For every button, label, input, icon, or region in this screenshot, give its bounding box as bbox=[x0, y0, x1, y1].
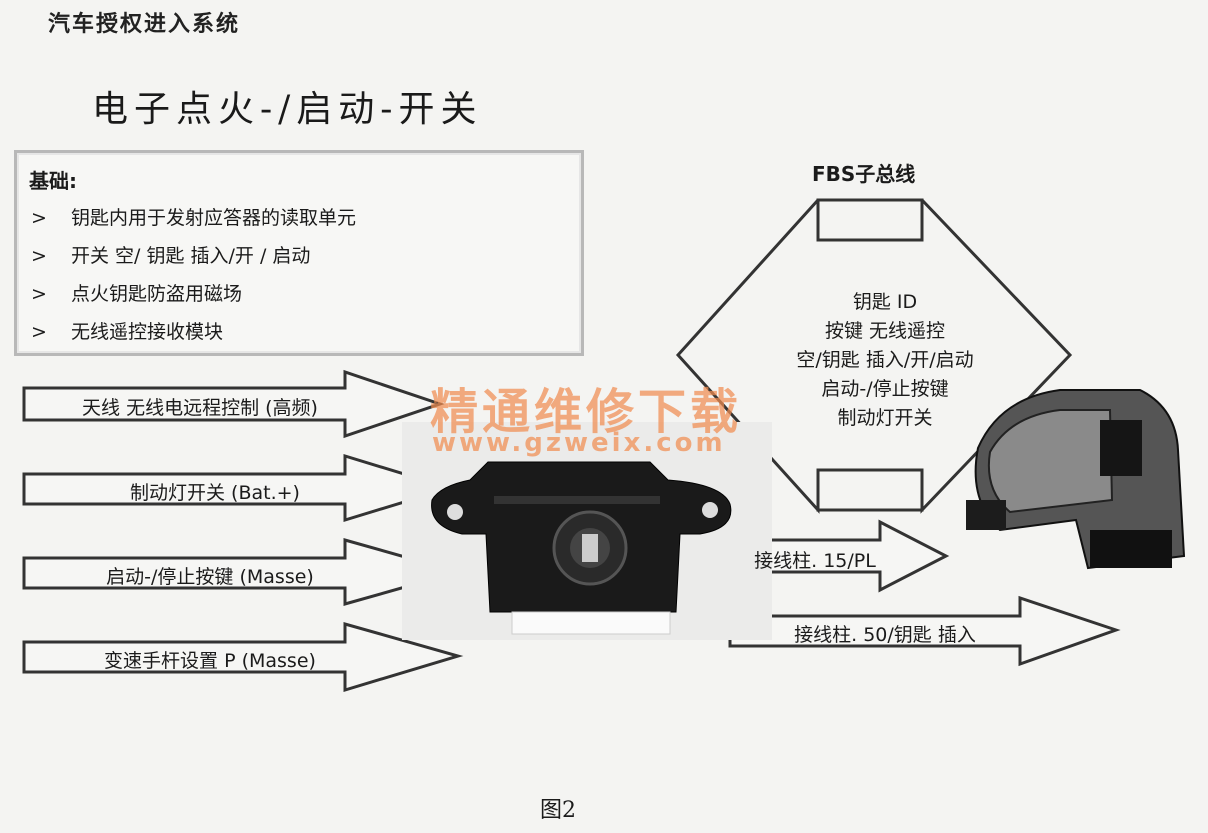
basics-item: > 无线遥控接收模块 bbox=[31, 317, 223, 344]
basics-item-text: 点火钥匙防盗用磁场 bbox=[71, 283, 243, 305]
fbs-line: 钥匙 ID bbox=[852, 291, 918, 313]
page-title: 电子点火-/启动-开关 bbox=[92, 89, 483, 130]
watermark-url: www.gzweix.com bbox=[432, 428, 726, 458]
fbs-line: 空/钥匙 插入/开/启动 bbox=[796, 349, 974, 371]
input-arrow-2 bbox=[22, 453, 456, 523]
input-arrow-3 bbox=[22, 538, 464, 606]
ignition-switch-image bbox=[402, 422, 772, 640]
control-unit-image bbox=[966, 389, 1186, 570]
basics-item: > 开关 空/ 钥匙 插入/开 / 启动 bbox=[31, 241, 310, 268]
basics-item-text: 无线遥控接收模块 bbox=[71, 321, 224, 343]
watermark-title: 精通维修下载 bbox=[430, 384, 743, 440]
bullet-marker: > bbox=[31, 207, 47, 229]
output-label-2: 接线柱. 50/钥匙 插入 bbox=[794, 624, 976, 646]
fbs-line: 启动-/停止按键 bbox=[821, 378, 949, 400]
basics-heading: 基础: bbox=[29, 169, 77, 193]
fbs-line: 按键 无线遥控 bbox=[824, 320, 946, 342]
bullet-marker: > bbox=[31, 283, 47, 305]
input-label-2: 制动灯开关 (Bat.+) bbox=[130, 482, 300, 504]
fbs-bus-label: FBS子总线 bbox=[812, 162, 916, 186]
input-label-4: 变速手杆设置 P (Masse) bbox=[104, 650, 316, 672]
fbs-double-arrow-shaft-bottom bbox=[816, 468, 924, 512]
fbs-double-arrow-shaft bbox=[816, 198, 924, 242]
bullet-marker: > bbox=[31, 245, 47, 267]
input-arrow-4 bbox=[22, 622, 464, 693]
fbs-line: 制动灯开关 bbox=[837, 407, 933, 429]
basics-item: > 钥匙内用于发射应答器的读取单元 bbox=[31, 203, 356, 230]
bullet-marker: > bbox=[31, 321, 47, 343]
output-arrow-2 bbox=[728, 595, 1121, 667]
basics-item-text: 开关 空/ 钥匙 插入/开 / 启动 bbox=[71, 245, 311, 267]
input-label-1: 天线 无线电远程控制 (高频) bbox=[82, 397, 318, 419]
basics-item: > 点火钥匙防盗用磁场 bbox=[31, 279, 242, 306]
figure-caption: 图2 bbox=[540, 798, 576, 823]
document-header: 汽车授权进入系统 bbox=[48, 12, 241, 37]
basics-box: 基础: > 钥匙内用于发射应答器的读取单元 > 开关 空/ 钥匙 插入/开 / 启动… bbox=[14, 150, 584, 356]
output-label-1: 接线柱. 15/PL bbox=[754, 550, 876, 572]
input-label-3: 启动-/停止按键 (Masse) bbox=[106, 566, 314, 588]
basics-item-text: 钥匙内用于发射应答器的读取单元 bbox=[71, 207, 357, 229]
input-arrow-1 bbox=[22, 369, 445, 439]
